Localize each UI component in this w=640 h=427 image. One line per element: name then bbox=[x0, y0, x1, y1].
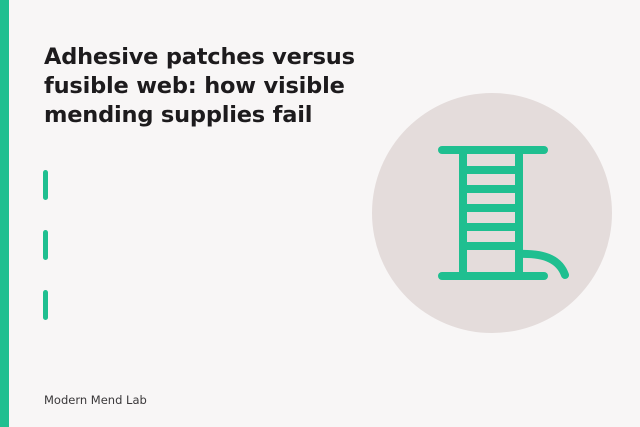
thread-spool-icon bbox=[438, 146, 569, 280]
spool-illustration bbox=[372, 93, 612, 333]
vertical-dash-icon bbox=[43, 290, 48, 320]
background-circle bbox=[372, 93, 612, 333]
vertical-dash-icon bbox=[43, 230, 48, 260]
loose-thread-tail bbox=[515, 249, 569, 279]
left-accent-bar bbox=[0, 0, 9, 427]
publisher-name: Modern Mend Lab bbox=[44, 393, 147, 407]
vertical-dash-icon bbox=[43, 170, 48, 200]
article-title: Adhesive patches versus fusible web: how… bbox=[44, 44, 355, 128]
